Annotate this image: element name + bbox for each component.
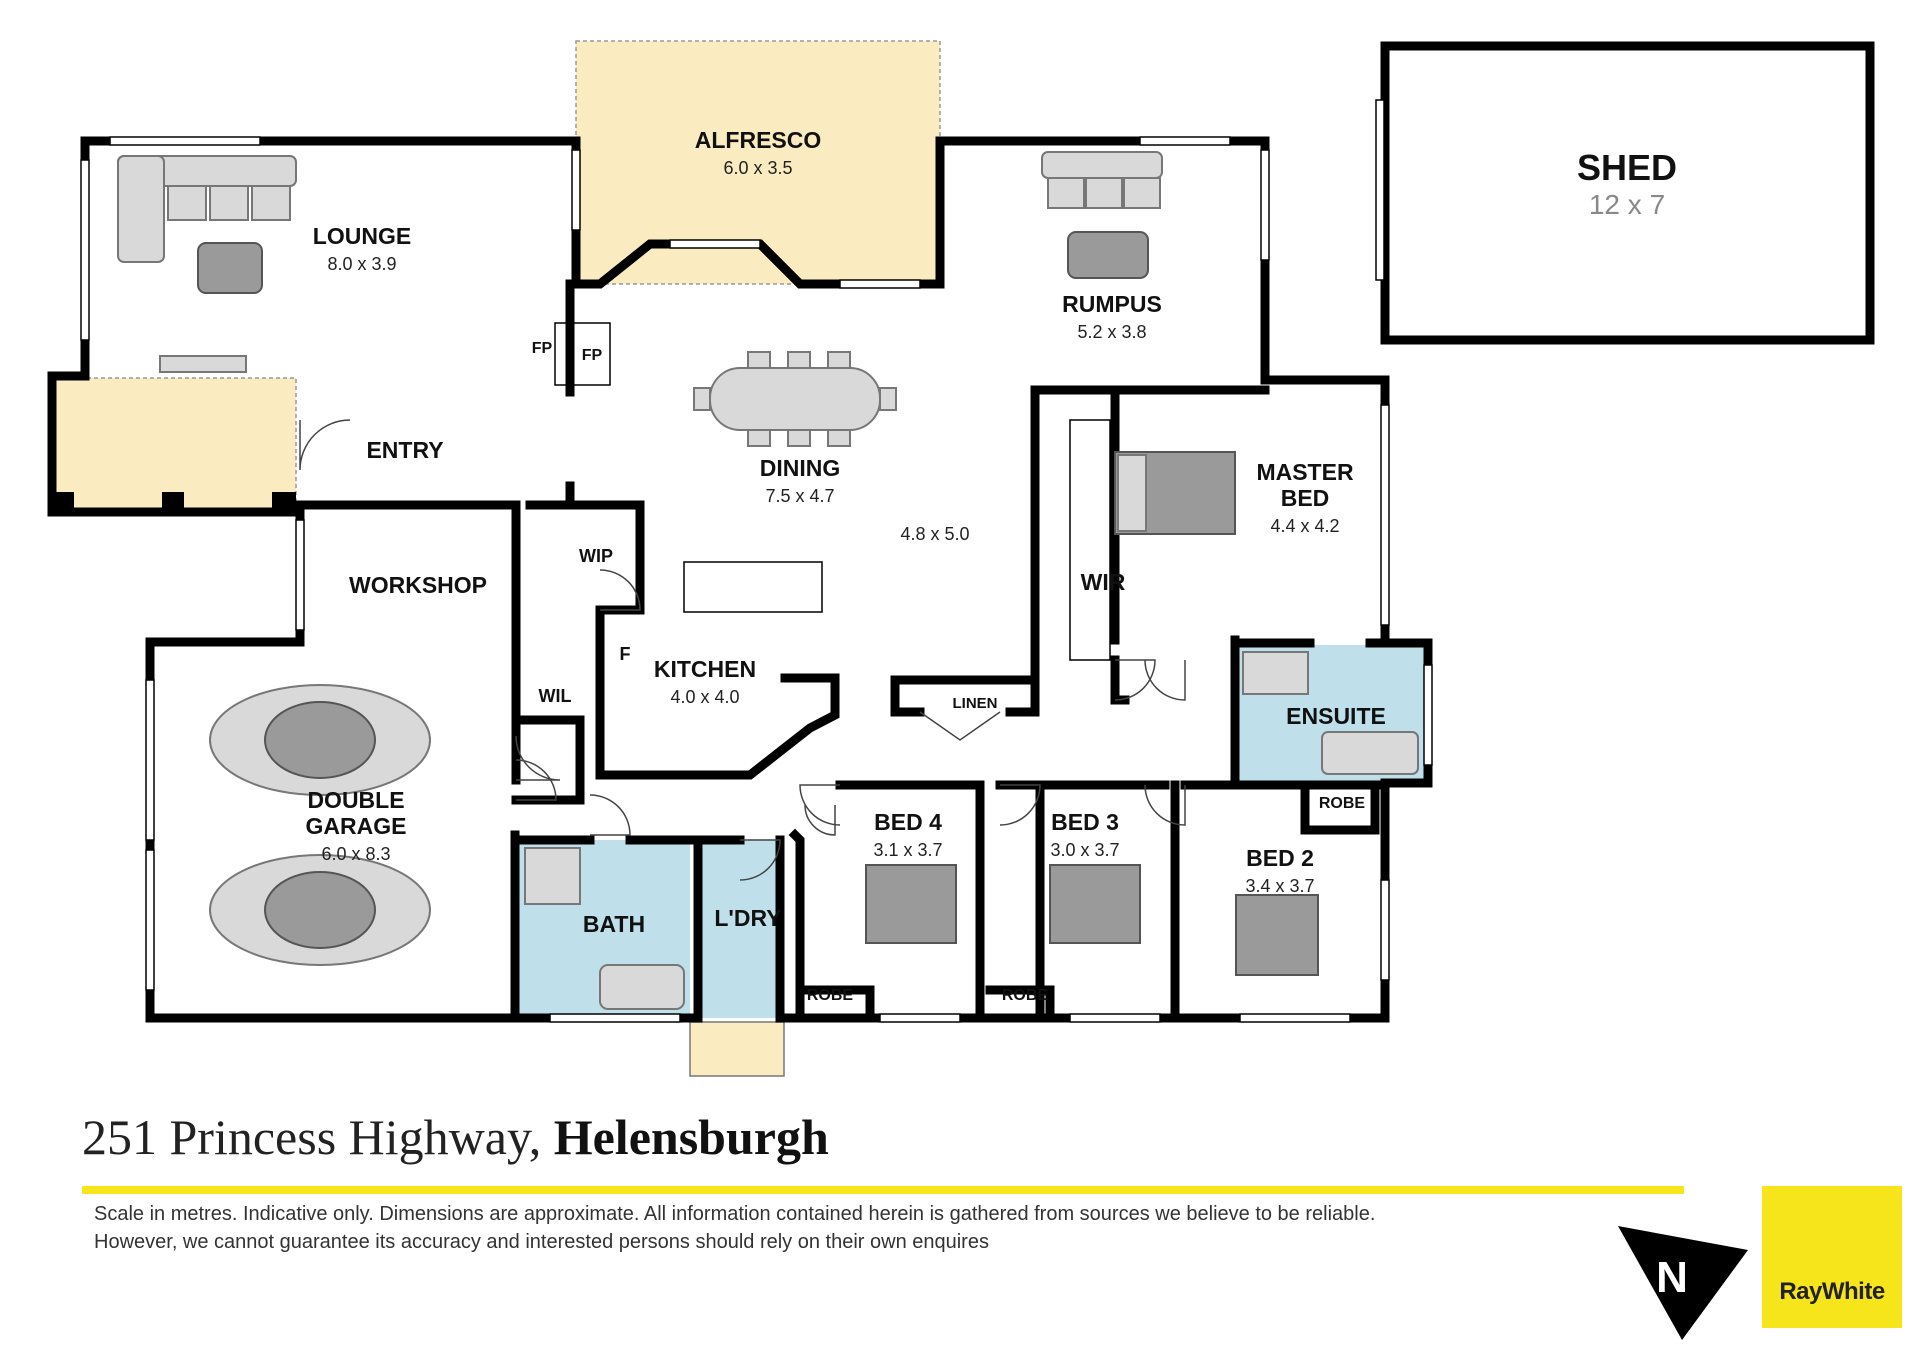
label-fp-lounge: FP <box>532 340 553 357</box>
label-wir: WIR <box>1081 569 1126 595</box>
label-rumpus: RUMPUS <box>1062 291 1162 317</box>
bath-tub <box>599 964 685 1010</box>
label-lounge: LOUNGE <box>313 223 411 249</box>
label-bed4: BED 4 <box>874 809 942 835</box>
dims-rumpus: 5.2 x 3.8 <box>1077 322 1146 342</box>
back-steps <box>689 1021 785 1077</box>
bed3-bed <box>1049 864 1141 944</box>
north-arrow-icon: N <box>1618 1226 1748 1340</box>
disclaimer: Scale in metres. Indicative only. Dimens… <box>94 1200 1594 1256</box>
dims-shed: 12 x 7 <box>1589 189 1665 220</box>
raywhite-logo-text: RayWhite <box>1779 1278 1885 1305</box>
label-robe-bed2: ROBE <box>1319 795 1366 812</box>
master-bedside <box>1117 454 1147 532</box>
lounge-tv-unit <box>159 355 247 373</box>
label-master-1: MASTER <box>1256 459 1354 485</box>
label-robe-bed3: ROBE <box>1002 987 1049 1004</box>
lounge-sofa <box>117 155 297 263</box>
ensuite-bath <box>1321 731 1419 775</box>
dims-bed4: 3.1 x 3.7 <box>873 840 942 860</box>
doors <box>299 419 1186 881</box>
bed2-bed <box>1235 894 1319 976</box>
address-suburb: Helensburgh <box>553 1109 829 1165</box>
label-master-2: BED <box>1281 485 1330 511</box>
bath-shower <box>524 847 581 905</box>
ensuite-shower <box>1242 651 1309 695</box>
dims-alfresco: 6.0 x 3.5 <box>723 158 792 178</box>
label-linen: LINEN <box>953 695 998 712</box>
rumpus-sofa <box>1041 151 1163 209</box>
lounge-coffee-table <box>197 242 263 294</box>
label-entry: ENTRY <box>366 437 443 463</box>
label-robe-bed4: ROBE <box>807 987 854 1004</box>
disclaimer-line-1: Scale in metres. Indicative only. Dimens… <box>94 1203 1376 1225</box>
label-garage-1: DOUBLE <box>307 787 404 813</box>
label-fridge: F <box>620 644 631 664</box>
shed-window <box>1375 99 1385 281</box>
rumpus-coffee-table <box>1067 231 1149 279</box>
label-wil: WIL <box>539 686 572 706</box>
brand-rule <box>82 1186 1684 1194</box>
label-bed3: BED 3 <box>1051 809 1119 835</box>
label-laundry: L'DRY <box>714 905 781 931</box>
property-address: 251 Princess Highway, Helensburgh <box>82 1108 829 1166</box>
wir-shelf <box>1069 419 1111 661</box>
disclaimer-line-2: However, we cannot guarantee its accurac… <box>94 1231 989 1253</box>
dims-lounge: 8.0 x 3.9 <box>327 254 396 274</box>
dims-garage: 6.0 x 8.3 <box>321 844 390 864</box>
label-wip: WIP <box>579 546 613 566</box>
address-street: 251 Princess Highway, <box>82 1109 542 1165</box>
label-kitchen: KITCHEN <box>654 656 756 682</box>
dims-bed3: 3.0 x 3.7 <box>1050 840 1119 860</box>
front-porch-area <box>51 377 297 513</box>
dims-dining: 7.5 x 4.7 <box>765 486 834 506</box>
label-bed2: BED 2 <box>1246 845 1314 871</box>
bed4-bed <box>865 864 957 944</box>
label-ensuite: ENSUITE <box>1286 703 1386 729</box>
dims-bed2: 3.4 x 3.7 <box>1245 876 1314 896</box>
label-bath: BATH <box>583 911 645 937</box>
label-workshop: WORKSHOP <box>349 572 487 598</box>
shed-outline <box>1380 41 1875 345</box>
label-garage-2: GARAGE <box>306 813 407 839</box>
label-alfresco: ALFRESCO <box>695 127 822 153</box>
north-label: N <box>1656 1253 1688 1302</box>
garage-cars <box>209 684 431 966</box>
porch-posts <box>52 492 296 514</box>
label-dining: DINING <box>760 455 841 481</box>
dims-open-area: 4.8 x 5.0 <box>900 524 969 544</box>
dims-master: 4.4 x 4.2 <box>1270 516 1339 536</box>
dims-kitchen: 4.0 x 4.0 <box>670 687 739 707</box>
label-fp-dining: FP <box>582 347 603 364</box>
dining-table <box>693 351 897 447</box>
kitchen-island <box>683 561 823 613</box>
windows <box>80 136 1433 1023</box>
fireplace-box <box>554 322 611 386</box>
raywhite-logo: RayWhite <box>1762 1186 1902 1328</box>
label-shed: SHED <box>1577 147 1677 188</box>
